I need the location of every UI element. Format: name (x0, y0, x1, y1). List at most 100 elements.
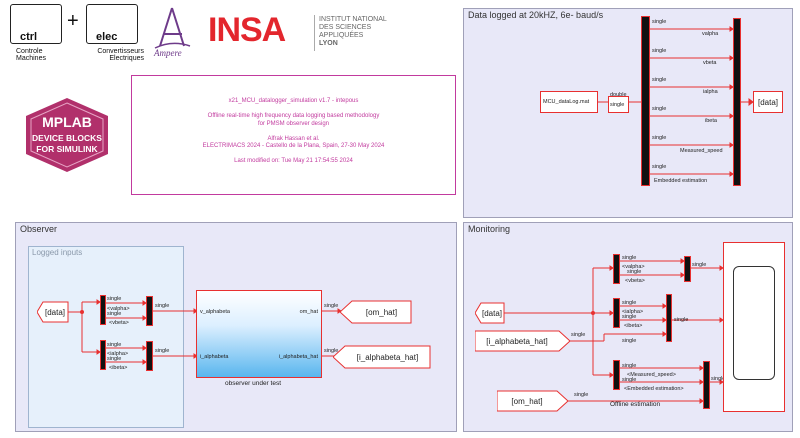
mon-i-type-2: single (622, 314, 637, 320)
mon-i-type-3: single (622, 338, 637, 344)
ampere-label: Ampere (154, 48, 182, 58)
monitoring-from-om-hat[interactable]: [om_hat] (511, 396, 543, 406)
mon-s-type-2: single (622, 377, 637, 383)
mon-s-type-1: single (622, 363, 637, 369)
info-line-4: Alfrak Hassan et al. (267, 135, 320, 142)
goto-data-tag[interactable]: [data] (753, 91, 783, 113)
subsystem-in-2: i_alphabeta (200, 354, 229, 360)
goto-om-hat-shape (340, 300, 412, 324)
mon-i-in-2: <ibeta> (624, 323, 643, 329)
mon-v-type-2: single (627, 269, 642, 275)
info-line-5: ELECTRIMACS 2024 - Castello de la Plana,… (202, 143, 385, 149)
obs-sel1-type-1: single (107, 296, 122, 302)
obs-out-i-type: single (324, 348, 339, 354)
convert-out-label: single (610, 102, 625, 108)
sig-name-6: Embedded estimation (654, 178, 708, 184)
obs-sel2-type-2: single (107, 356, 122, 362)
mon-i-type-1: single (622, 300, 637, 306)
obs-out-om-type: single (324, 303, 339, 309)
mon-mux-v-type: single (692, 262, 707, 268)
observer-from-data[interactable]: [data] (44, 307, 65, 317)
sig-name-2: vbeta (703, 60, 717, 66)
mplab-logo: MPLAB DEVICE BLOCKS FOR SIMULINK (22, 96, 112, 174)
datalog-bus-demux[interactable] (641, 16, 650, 186)
offline-estimation-caption: Offline estimation (610, 401, 661, 408)
observer-subsystem[interactable]: v_alphabeta i_alphabeta om_hat i_alphabe… (196, 290, 322, 378)
obs-mux-i-type: single (155, 348, 170, 354)
convert-top-label: double (610, 92, 627, 98)
mon-from-data-shape (475, 302, 505, 324)
plus-sign: + (67, 10, 79, 32)
goto-data-label: [data] (757, 97, 778, 107)
mplab-line-3: FOR SIMULINK (36, 144, 98, 154)
monitoring-area-title: Monitoring (468, 224, 511, 234)
mat-file-source[interactable]: MCU_dataLog.mat (540, 91, 598, 113)
info-line-3: for PMSM observer design (257, 120, 330, 127)
mon-v-in-2: <vbeta> (625, 278, 645, 284)
monitoring-from-i-hat[interactable]: [i_alphabeta_hat] (486, 336, 548, 346)
goto-i-hat-shape (333, 345, 431, 369)
logged-inputs-area[interactable]: Logged inputs (28, 246, 184, 428)
observer-area-title: Observer (20, 224, 58, 234)
mon-mux-s-type: single (711, 376, 726, 382)
observer-selector-v[interactable] (100, 295, 106, 325)
mon-mux-i[interactable] (666, 294, 672, 342)
goto-om-hat[interactable]: [om_hat] (365, 307, 398, 317)
info-line-2: Offline real-time high frequency data lo… (207, 113, 380, 119)
mon-s-in-1: <Measured_speed> (627, 372, 676, 378)
data-type-conversion[interactable]: single (608, 96, 629, 113)
observer-mux-v[interactable] (146, 296, 153, 326)
sig-type-6: single (652, 164, 667, 170)
ampere-logo: Ampere (150, 4, 200, 60)
mon-selector-i[interactable] (613, 298, 620, 328)
scope-block[interactable] (723, 242, 785, 412)
obs-sel1-type-2: single (107, 311, 122, 317)
mon-i-type: single (571, 332, 586, 338)
sig-type-1: single (652, 19, 667, 25)
sig-type-2: single (652, 48, 667, 54)
info-title: x21_MCU_datalogger_simulation v1.7 - int… (228, 98, 359, 104)
mplab-hexagon-icon (26, 98, 108, 172)
subsystem-out-1: om_hat (299, 309, 318, 315)
sig-name-3: ialpha (703, 89, 718, 95)
sig-type-4: single (652, 106, 667, 112)
insa-logo: INSA INSTITUT NATIONAL DES SCIENCES APPL… (208, 12, 398, 56)
sig-type-5: single (652, 135, 667, 141)
mon-selector-v[interactable] (613, 254, 620, 284)
sig-name-1: valpha (702, 31, 719, 37)
obs-sel2-in-2: <ibeta> (109, 365, 128, 371)
mon-selector-s[interactable] (613, 360, 620, 390)
mon-mux-v[interactable] (684, 256, 691, 282)
insa-caption: INSTITUT NATIONAL DES SCIENCES APPLIQUÉE… (319, 16, 387, 47)
mplab-line-1: MPLAB (42, 114, 92, 130)
mon-s-in-2: <Embedded estimation> (624, 386, 684, 392)
datalog-bus-creator[interactable] (733, 18, 741, 186)
mon-mux-s[interactable] (703, 361, 710, 409)
mplab-line-2: DEVICE BLOCKS (32, 133, 102, 143)
mat-file-label: MCU_dataLog.mat (543, 99, 590, 105)
mon-v-type-1: single (622, 255, 637, 261)
scope-screen (733, 266, 775, 380)
goto-i-alphabeta-hat[interactable]: [i_alphabeta_hat] (356, 352, 419, 362)
datalog-area-title: Data logged at 20kHZ, 6e- baud/s (468, 10, 604, 20)
observer-mux-i[interactable] (146, 341, 153, 371)
sig-name-5: Measured_speed (680, 148, 723, 154)
mon-i-in-1: <ialpha> (622, 309, 644, 315)
obs-sel2-in-1: <ialpha> (107, 351, 129, 357)
mon-v-in-1: <valpha> (622, 264, 645, 270)
model-info-box[interactable]: x21_MCU_datalogger_simulation v1.7 - int… (131, 75, 456, 195)
insa-label: INSA (208, 11, 286, 49)
observer-from-data-shape (37, 301, 69, 323)
obs-sel2-type-1: single (107, 342, 122, 348)
observer-selector-i[interactable] (100, 340, 106, 370)
obs-sel1-in-2: <vbeta> (109, 320, 129, 326)
monitoring-from-data[interactable]: [data] (481, 308, 502, 318)
ctrl-logo-label: ctrl (20, 31, 38, 43)
